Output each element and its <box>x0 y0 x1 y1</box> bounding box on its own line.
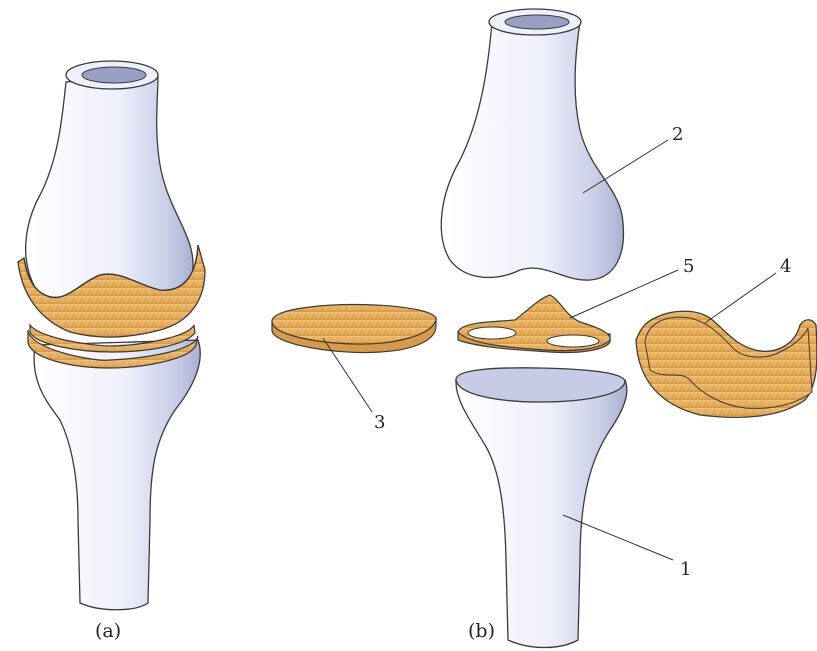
tibial-cartilage-hole-right <box>546 334 600 348</box>
label-4: 4 <box>780 256 791 277</box>
label-5: 5 <box>683 256 694 277</box>
disc-exploded <box>271 304 437 354</box>
tibia-plateau-b <box>455 367 626 403</box>
tibial-plate-a <box>27 329 199 369</box>
femur-bore-inner-a <box>81 66 147 84</box>
assembled-knee <box>17 60 206 611</box>
femoral-cartilage-exploded <box>635 310 817 418</box>
tibia-b <box>455 379 628 649</box>
leader-4 <box>704 272 777 324</box>
femur-b <box>440 21 625 281</box>
tibia-exploded <box>455 367 628 649</box>
tibial-cartilage-exploded <box>457 294 611 354</box>
tibial-cartilage-hole-left <box>467 326 517 340</box>
meniscus-ring-a <box>29 322 196 353</box>
label-1: 1 <box>680 559 691 580</box>
femur-exploded <box>440 8 625 281</box>
leader-lines <box>322 139 777 561</box>
disc-top <box>271 304 437 345</box>
femur-bore-inner-b <box>504 14 570 30</box>
leader-1 <box>562 514 674 561</box>
caption-a: (a) <box>95 620 121 642</box>
leader-5 <box>569 269 679 319</box>
femoral-cartilage-inner-b <box>644 316 813 409</box>
label-2: 2 <box>672 124 683 145</box>
leader-3 <box>322 337 373 413</box>
caption-b: (b) <box>468 620 495 642</box>
label-3: 3 <box>374 412 385 433</box>
tibia-a <box>33 339 201 611</box>
leader-2 <box>582 139 669 194</box>
femoral-cartilage-rim-a <box>23 244 199 298</box>
